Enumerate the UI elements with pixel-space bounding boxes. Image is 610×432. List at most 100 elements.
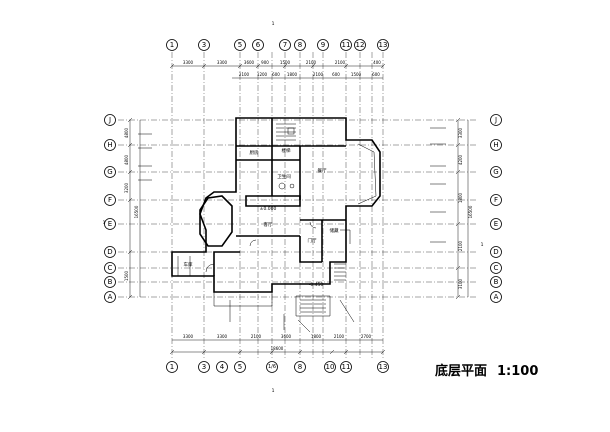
dim-label: 2100: [334, 334, 345, 339]
dim-label: 4800: [124, 154, 129, 165]
svg-text:10: 10: [326, 363, 335, 371]
svg-text:H: H: [107, 141, 112, 149]
svg-text:C: C: [108, 264, 113, 272]
room-label-dining: 餐厅: [318, 167, 327, 174]
dim-label: 1800: [311, 334, 322, 339]
room-label-garage: 车库: [184, 261, 193, 268]
section-mark-left: 1: [103, 220, 106, 226]
grid-bubble: 13: [377, 361, 389, 373]
dim-total-label: 16500: [468, 205, 473, 218]
grid-bubble: 11: [340, 39, 352, 51]
dim-label: 400: [373, 60, 381, 65]
svg-text:B: B: [494, 278, 499, 286]
dim-label: 600: [372, 72, 380, 77]
svg-text:5: 5: [238, 41, 242, 49]
grid-bubble: 1: [166, 39, 178, 51]
dim-label: 1500: [124, 270, 129, 281]
room-label-stair: 楼梯: [282, 147, 291, 154]
grid-bubble: H: [490, 139, 502, 151]
level-mark-main: ±0.000: [260, 206, 277, 212]
grid-bubbles-left: J H G F E D C B A: [104, 114, 116, 303]
dim-label: 4800: [124, 127, 129, 138]
grid-bubble: 13: [377, 39, 389, 51]
dim-label: 600: [332, 72, 340, 77]
dim-label: 1800: [287, 72, 298, 77]
dim-label: 1500: [351, 72, 362, 77]
dim-label: 900: [261, 60, 269, 65]
dim-label: 1800: [458, 192, 463, 203]
dim-label: 3300: [183, 334, 194, 339]
grid-bubble: J: [490, 114, 502, 126]
room-label-living: 客厅: [264, 221, 273, 228]
grid-bubble: 8: [294, 39, 306, 51]
grid-bubble: 3: [198, 361, 210, 373]
svg-text:J: J: [108, 116, 111, 124]
grid-bubble: 11: [340, 361, 352, 373]
grid-bubble: A: [490, 291, 502, 303]
svg-text:E: E: [494, 220, 498, 228]
section-mark-right: 1: [481, 242, 484, 248]
svg-text:J: J: [494, 116, 497, 124]
grid-bubble: B: [490, 276, 502, 288]
horizontal-axis-lines: [118, 119, 478, 298]
dim-label: 3100: [458, 278, 463, 289]
room-label-kitchen: 厨房: [250, 149, 259, 156]
grid-bubble: 10: [324, 361, 336, 373]
dim-label: 2100: [239, 72, 250, 77]
svg-text:3: 3: [202, 41, 206, 49]
dim-label: 2100: [313, 72, 324, 77]
building-outline: [138, 117, 446, 333]
svg-text:5: 5: [238, 363, 242, 371]
grid-bubble: 6: [252, 39, 264, 51]
dim-label: 2100: [458, 240, 463, 251]
grid-bubble: B: [104, 276, 116, 288]
svg-text:3: 3: [202, 363, 206, 371]
dim-label: 3300: [458, 127, 463, 138]
grid-bubble: 9: [317, 39, 329, 51]
svg-text:8: 8: [298, 41, 302, 49]
room-label-bathroom: 卫生间: [277, 173, 291, 180]
grid-bubble: E: [490, 218, 502, 230]
svg-text:13: 13: [379, 41, 388, 49]
grid-bubbles-right: J H G F E D C B A: [490, 114, 502, 303]
grid-bubble: 12: [354, 39, 366, 51]
svg-text:1/6: 1/6: [268, 364, 276, 370]
dim-label: 3300: [183, 60, 194, 65]
svg-text:D: D: [493, 248, 498, 256]
grid-bubble: F: [104, 194, 116, 206]
svg-text:F: F: [108, 196, 112, 204]
svg-text:F: F: [494, 196, 498, 204]
right-dimension-labels: 3300 4200 1800 2100 3100 16500: [458, 127, 473, 289]
grid-bubble: 1: [166, 361, 178, 373]
section-mark-bottom: 1: [272, 388, 275, 394]
dimension-chains: [127, 63, 469, 355]
svg-text:B: B: [108, 278, 113, 286]
grid-bubble: E: [104, 218, 116, 230]
svg-text:9: 9: [321, 41, 325, 49]
grid-bubble: D: [490, 246, 502, 258]
svg-text:A: A: [494, 293, 499, 301]
svg-text:E: E: [108, 220, 112, 228]
drawing-scale: 1:100: [497, 364, 538, 379]
grid-bubble: G: [104, 166, 116, 178]
svg-text:6: 6: [256, 41, 261, 49]
dim-total-label: 16500: [134, 205, 139, 218]
svg-text:7: 7: [283, 41, 287, 49]
grid-bubble: 8: [294, 361, 306, 373]
drawing-title: 底层平面: [435, 363, 487, 379]
svg-text:11: 11: [342, 363, 351, 371]
dim-label: 4200: [458, 154, 463, 165]
grid-bubbles-top: 1 3 5 6 7 8 9 11 12 13: [166, 39, 389, 51]
grid-bubble: 1/6: [266, 361, 278, 373]
grid-bubble: A: [104, 291, 116, 303]
svg-text:C: C: [494, 264, 499, 272]
section-mark-top: 1: [272, 21, 275, 27]
dim-total-label: 18600: [271, 346, 284, 351]
grid-bubble: 5: [234, 39, 246, 51]
dim-label: 2100: [306, 60, 317, 65]
grid-bubble: C: [490, 262, 502, 274]
top-outer-dimension-labels: 3300 3300 3600 900 1500 2100 2100 400: [183, 60, 381, 65]
svg-text:G: G: [107, 168, 112, 176]
grid-bubble: 5: [234, 361, 246, 373]
